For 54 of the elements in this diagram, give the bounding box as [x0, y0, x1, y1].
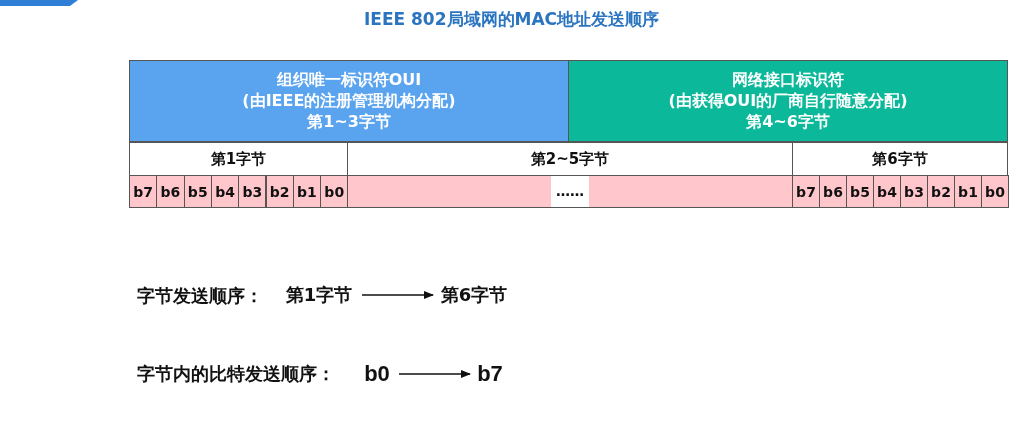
cell-text: b7 [133, 183, 154, 200]
bit-range-cell [347, 175, 793, 208]
arrow [398, 369, 472, 379]
bit-cell [265, 175, 294, 208]
cell-text: b0 [324, 183, 345, 200]
cell-text: 第6字节 [872, 149, 928, 169]
cell-text: b7 [796, 183, 816, 200]
cell-text: b6 [160, 183, 181, 200]
bit-cell [873, 175, 901, 208]
cell-text: 第2~5字节 [530, 149, 610, 169]
arrow [361, 290, 435, 300]
cell-text: 第4~6字节 [746, 111, 830, 133]
bit-text: b0 [361, 360, 393, 388]
bit-cell [320, 175, 349, 208]
oui-field-cell [129, 60, 569, 142]
bit-cell [900, 175, 928, 208]
cell-text: 第1字节 [210, 149, 267, 169]
nic-field-cell [568, 60, 1008, 142]
cell-text: b0 [985, 183, 1005, 200]
bit-cell [183, 175, 212, 208]
bit-cell [981, 175, 1009, 208]
order-label: 字节发送顺序： [137, 284, 263, 308]
cell-text: (由IEEE的注册管理机构分配) [242, 90, 456, 112]
byte-text: 第1字节 [282, 282, 356, 308]
cell-text: b3 [242, 183, 263, 200]
cell-text: b4 [215, 183, 235, 200]
cell-text: …… [551, 176, 589, 207]
cell-text: 网络接口标识符 [732, 69, 844, 91]
bit-cell [238, 175, 267, 208]
bit-cell [792, 175, 820, 208]
cell-text: b2 [931, 183, 951, 200]
cell-text: b5 [850, 183, 870, 200]
cell-text: b5 [187, 183, 208, 200]
bit-cell [927, 175, 955, 208]
bit-cell [156, 175, 185, 208]
cell-text: b1 [297, 183, 317, 200]
cell-text: 第1~3字节 [307, 111, 391, 133]
bit-cell [129, 175, 158, 208]
diagram-title: IEEE 802局域网的MAC地址发送顺序 [362, 8, 661, 31]
bit-cell [819, 175, 847, 208]
bit-cell [954, 175, 982, 208]
cell-text: (由获得OUI的厂商自行随意分配) [668, 90, 908, 112]
bit-cell [846, 175, 874, 208]
cell-text: b6 [823, 183, 843, 200]
byte-header-cell [129, 142, 348, 176]
bit-text: b7 [474, 360, 506, 388]
byte-text: 第6字节 [437, 282, 511, 308]
cell-text: b1 [958, 183, 978, 200]
byte-header-cell [792, 142, 1008, 176]
cell-text: b2 [269, 183, 290, 200]
cell-text: b4 [877, 183, 897, 200]
order-label: 字节内的比特发送顺序： [137, 362, 335, 386]
cell-text: 组织唯一标识符OUI [276, 69, 422, 91]
cell-text: b3 [904, 183, 924, 200]
